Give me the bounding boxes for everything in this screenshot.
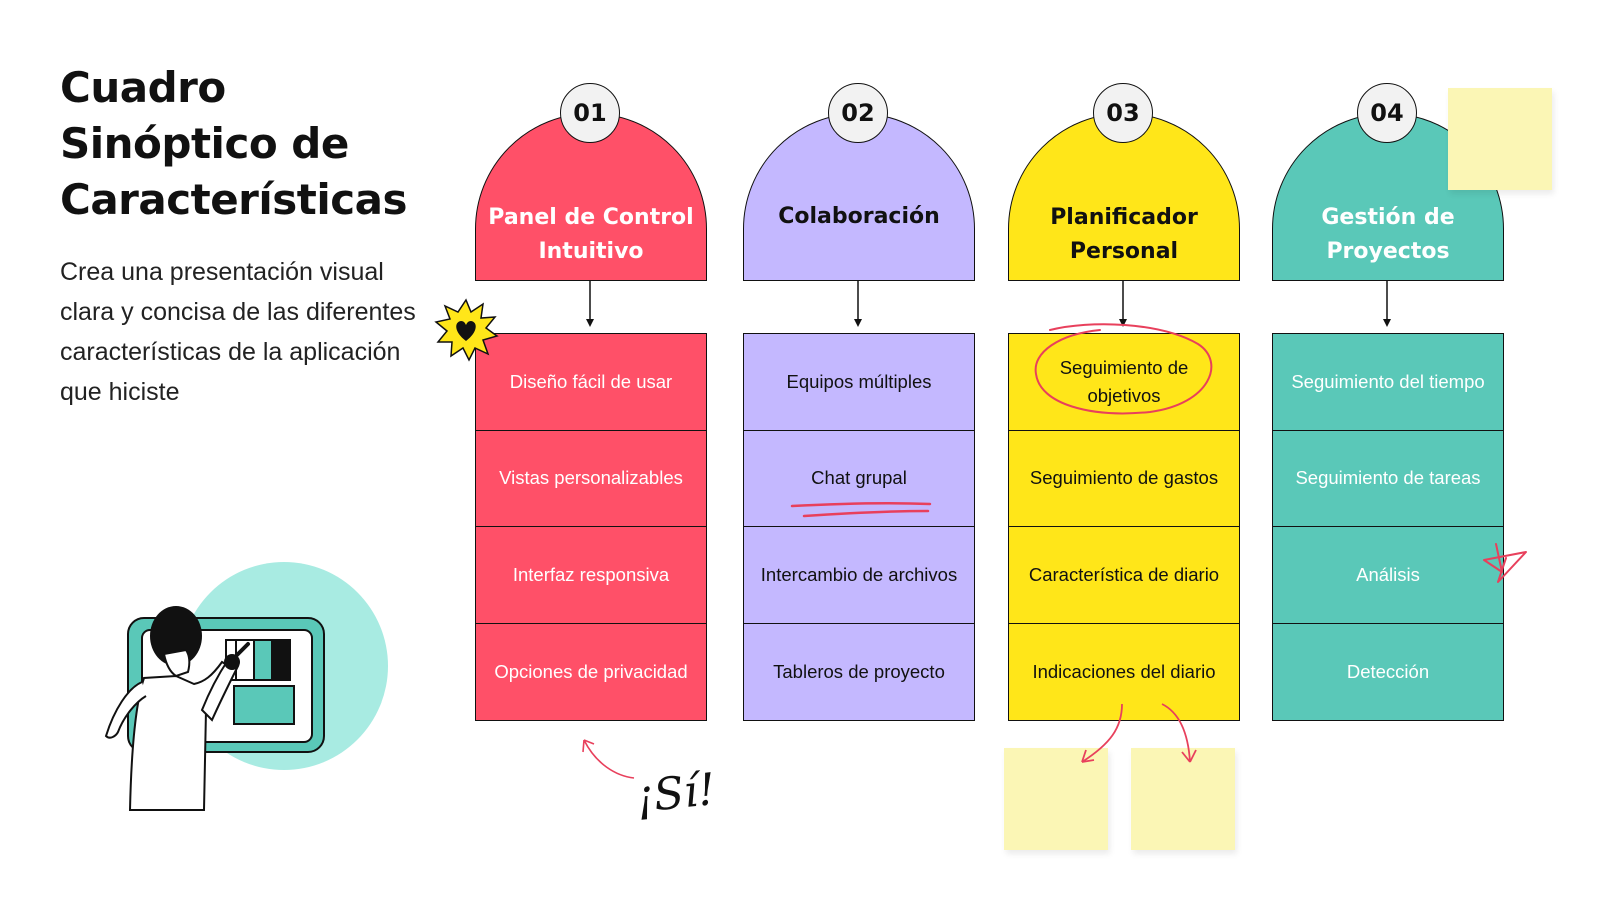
column-header: 01 Panel de Control Intuitivo (475, 83, 707, 281)
feature-list: Equipos múltiples Chat grupal Intercambi… (743, 333, 975, 721)
star-doodle-icon (1483, 543, 1527, 583)
feature-item: Indicaciones del diario (1032, 660, 1216, 682)
feature-item: Seguimiento de gastos (1009, 431, 1239, 527)
connector-arrow (854, 281, 862, 327)
feature-item: Análisis (1273, 527, 1503, 624)
feature-list: Diseño fácil de usar Vistas personalizab… (475, 333, 707, 721)
connector-arrow (1383, 281, 1391, 327)
column-number: 03 (1093, 83, 1153, 143)
sticky-note (1004, 748, 1108, 850)
column-header: 03 Planificador Personal (1008, 83, 1240, 281)
feature-item: Seguimiento del tiempo (1273, 334, 1503, 431)
underline-doodle (790, 501, 932, 518)
feature-item: Vistas personalizables (476, 431, 706, 527)
feature-item: Interfaz responsiva (476, 527, 706, 624)
column-1: 01 Panel de Control Intuitivo Diseño fác… (475, 83, 707, 721)
sticky-note (1448, 88, 1552, 190)
curved-arrow-icon (1081, 703, 1197, 763)
feature-item: Detección (1346, 660, 1430, 682)
feature-item: Seguimiento de objetivos (1009, 334, 1239, 431)
feature-item: Intercambio de archivos (744, 527, 974, 624)
column-2: 02 Colaboración Equipos múltiples Chat g… (743, 83, 975, 721)
circle-doodle (1034, 323, 1213, 415)
handwritten-annotation: ¡Sí! (633, 763, 719, 824)
page-subtitle: Crea una presentación visual clara y con… (60, 258, 416, 406)
curved-arrow-icon (582, 739, 635, 779)
feature-item-text: Seguimiento de objetivos (1059, 356, 1189, 406)
feature-item: Tableros de proyecto (773, 660, 945, 682)
column-header: 02 Colaboración (743, 83, 975, 281)
sticky-note (1131, 748, 1235, 850)
feature-item: Equipos múltiples (744, 334, 974, 431)
heart-badge-icon (434, 298, 499, 362)
column-number: 02 (828, 83, 888, 143)
connector-arrow (586, 281, 594, 327)
person-at-board-illustration (104, 562, 388, 811)
column-number: 04 (1357, 83, 1417, 143)
column-title: Colaboración (778, 204, 940, 229)
feature-item: Diseño fácil de usar (476, 334, 706, 431)
feature-item: Opciones de privacidad (494, 660, 688, 682)
feature-item: Chat grupal (744, 431, 974, 527)
column-3: 03 Planificador Personal Seguimiento de … (1008, 83, 1240, 721)
feature-item: Característica de diario (1009, 527, 1239, 624)
feature-list: Seguimiento de objetivos Seguimiento de … (1008, 333, 1240, 721)
column-title: Gestión de Proyectos (1321, 205, 1455, 264)
column-4: 04 Gestión de Proyectos Seguimiento del … (1272, 83, 1504, 721)
page-title: Cuadro Sinóptico de Características (60, 63, 408, 224)
connector-arrow (1119, 281, 1127, 327)
feature-item: Seguimiento de tareas (1273, 431, 1503, 527)
column-number: 01 (560, 83, 620, 143)
column-title: Planificador Personal (1050, 205, 1198, 264)
column-title: Panel de Control Intuitivo (488, 205, 694, 264)
feature-list: Seguimiento del tiempo Seguimiento de ta… (1272, 333, 1504, 721)
